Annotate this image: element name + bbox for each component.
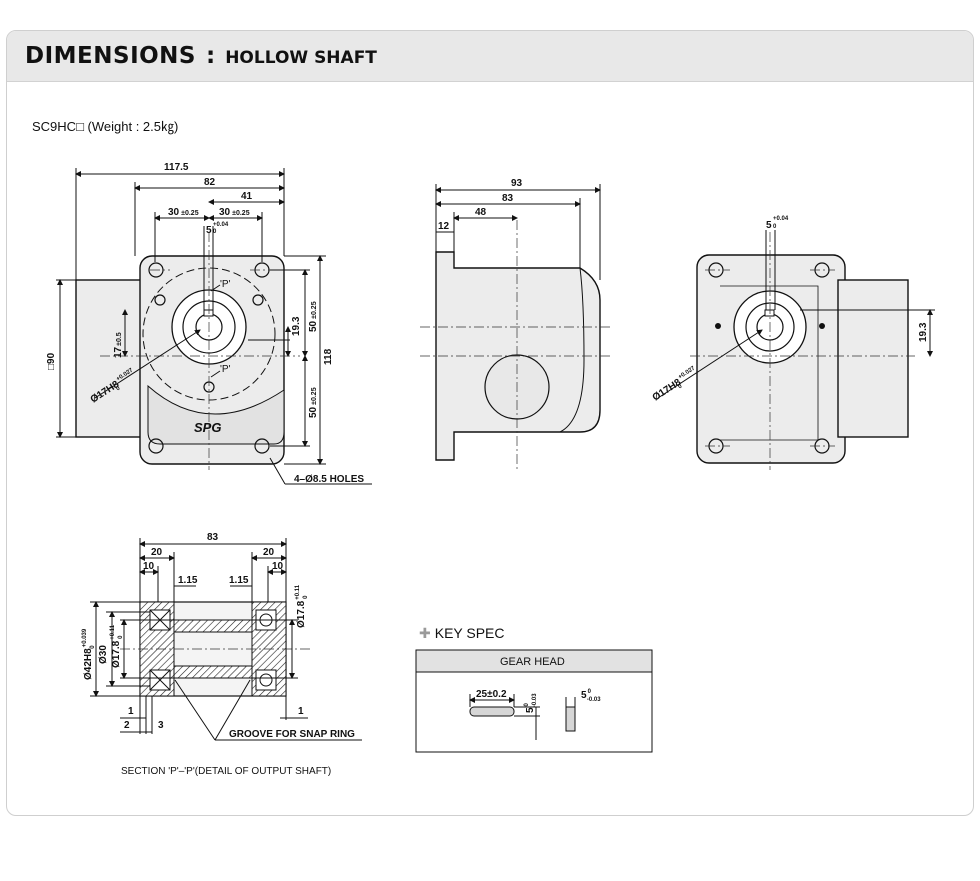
groove-label: GROOVE FOR SNAP RING [229, 729, 355, 740]
svg-text:50-0.03: 50-0.03 [524, 693, 538, 713]
section-dim-bottom-2: 2 [124, 720, 130, 731]
rear-dim-offset: 19.3 [918, 322, 929, 342]
dim-half: 41 [241, 191, 253, 202]
dim-right-offset-tol: ±0.25 [232, 210, 250, 217]
holes-label: 4–Ø8.5 HOLES [294, 474, 364, 485]
section-dim-bottom-3: 3 [158, 720, 164, 731]
dim-upper-tol: ±0.25 [311, 301, 318, 319]
dim-right-offset: 30 [219, 207, 231, 218]
side-dim-flange: 12 [438, 221, 450, 232]
section-caption: SECTION 'P'–'P'(DETAIL OF OUTPUT SHAFT) [121, 766, 331, 777]
dim-shaft-offset: 19.3 [291, 316, 302, 336]
page-subtitle: HOLLOW SHAFT [225, 48, 377, 68]
key-spec-title-text: KEY SPEC [434, 625, 505, 641]
section-dim-groove-right-tol-up: +0.11 [295, 584, 301, 600]
svg-text:50±0.25: 50±0.25 [308, 387, 319, 418]
title-separator: : [206, 43, 216, 69]
dim-keyway-tol-up: +0.04 [213, 222, 229, 228]
svg-text:5: 5 [206, 225, 212, 236]
svg-text:50±0.25: 50±0.25 [308, 301, 319, 332]
dim-left-offset: 30 [168, 207, 180, 218]
front-view: SPG 'P' 'P' 117.5 [46, 162, 372, 485]
dim-keyway-tol-low: 0 [213, 229, 217, 235]
section-dim-left-20: 20 [151, 547, 163, 558]
svg-text:Ø17.8+0.110: Ø17.8+0.110 [110, 624, 124, 668]
plus-icon: ✚ [419, 625, 431, 641]
svg-text:30±0.25: 30±0.25 [219, 207, 250, 218]
dim-left-h: 17 [113, 346, 124, 358]
rear-dim-keyway-tol-low: 0 [773, 224, 777, 230]
section-dim-groove-left-tol-up: +0.11 [110, 624, 116, 640]
section-dim-left-10: 10 [143, 561, 155, 572]
model-weight-label: SC9HC□ (Weight : 2.5㎏) [32, 119, 179, 134]
section-dim-right-20: 20 [263, 547, 275, 558]
dim-left-h-tol: ±0.5 [116, 332, 123, 346]
key-width-tol-up: 0 [588, 689, 592, 695]
section-dim-right-115: 1.15 [229, 575, 249, 586]
key-width: 5 [581, 690, 587, 701]
section-dim-groove-left: Ø17.8 [111, 640, 122, 668]
card-header: DIMENSIONS : HOLLOW SHAFT [7, 31, 973, 82]
key-spec-table: GEAR HEAD 25±0.2 50-0.03 50-0.03 [415, 649, 653, 753]
svg-text:17±0.5: 17±0.5 [113, 332, 124, 358]
dim-upper: 50 [308, 320, 319, 332]
dim-left-offset-tol: ±0.25 [181, 210, 199, 217]
side-view: 93 83 48 12 [420, 178, 610, 470]
section-dim-od-tol-low: 0 [90, 645, 96, 649]
key-spec-header: GEAR HEAD [500, 656, 565, 668]
key-width-tol-low: -0.03 [587, 697, 601, 703]
p-marker-bottom: 'P' [220, 364, 231, 375]
side-dim-center: 48 [475, 207, 487, 218]
key-spec-title: ✚KEY SPEC [419, 625, 505, 642]
svg-text:Ø17.8+0.110: Ø17.8+0.110 [295, 584, 309, 628]
svg-text:30±0.25: 30±0.25 [168, 207, 199, 218]
section-dim-left-115: 1.15 [178, 575, 198, 586]
section-dim-d30: Ø30 [98, 645, 109, 664]
section-dim-bottom-1: 1 [128, 706, 134, 717]
section-dim-groove-right-tol-low: 0 [303, 595, 309, 599]
dim-bore-tol-low: 0 [115, 385, 122, 392]
section-dim-od-tol-up: +0.039 [82, 628, 88, 647]
key-height: 5 [525, 707, 536, 713]
dim-overall: 117.5 [164, 162, 189, 173]
rear-dim-bore: Ø17H8 [651, 377, 684, 404]
rear-dim-bore-tol-low: 0 [677, 383, 684, 390]
p-marker-top: 'P' [220, 279, 231, 290]
key-length: 25±0.2 [476, 689, 507, 700]
rear-dim-keyway-tol-up: +0.04 [773, 216, 789, 222]
side-dim-body: 83 [502, 193, 514, 204]
dim-height: 118 [323, 348, 334, 365]
dim-width: 82 [204, 177, 216, 188]
section-dim-groove-right: Ø17.8 [296, 600, 307, 628]
dim-square: □90 [46, 352, 57, 370]
section-dim-length: 83 [207, 532, 219, 543]
svg-text:Ø17H8+0.0270: Ø17H8+0.0270 [650, 365, 701, 405]
dim-keyway: 5 [206, 225, 212, 236]
svg-text:50-0.03: 50 -0.03 [581, 689, 601, 703]
dim-lower-tol: ±0.25 [311, 387, 318, 405]
section-dim-od: Ø42H8 [83, 648, 94, 680]
svg-text:5: 5 [766, 220, 772, 231]
key-height-tol-up: 0 [524, 702, 530, 706]
front-logo: SPG [194, 420, 221, 435]
section-dim-right-10: 10 [272, 561, 284, 572]
page-title: DIMENSIONS [25, 43, 196, 69]
key-height-tol-low: -0.03 [532, 693, 538, 707]
rear-view: 5 +0.04 0 19.3 Ø17H8+0.0270 [650, 216, 935, 470]
section-dim-groove-left-tol-low: 0 [118, 635, 124, 639]
rear-dim-keyway: 5 [766, 220, 772, 231]
side-dim-overall: 93 [511, 178, 523, 189]
dim-lower: 50 [308, 406, 319, 418]
section-dim-bottom-right-1: 1 [298, 706, 304, 717]
